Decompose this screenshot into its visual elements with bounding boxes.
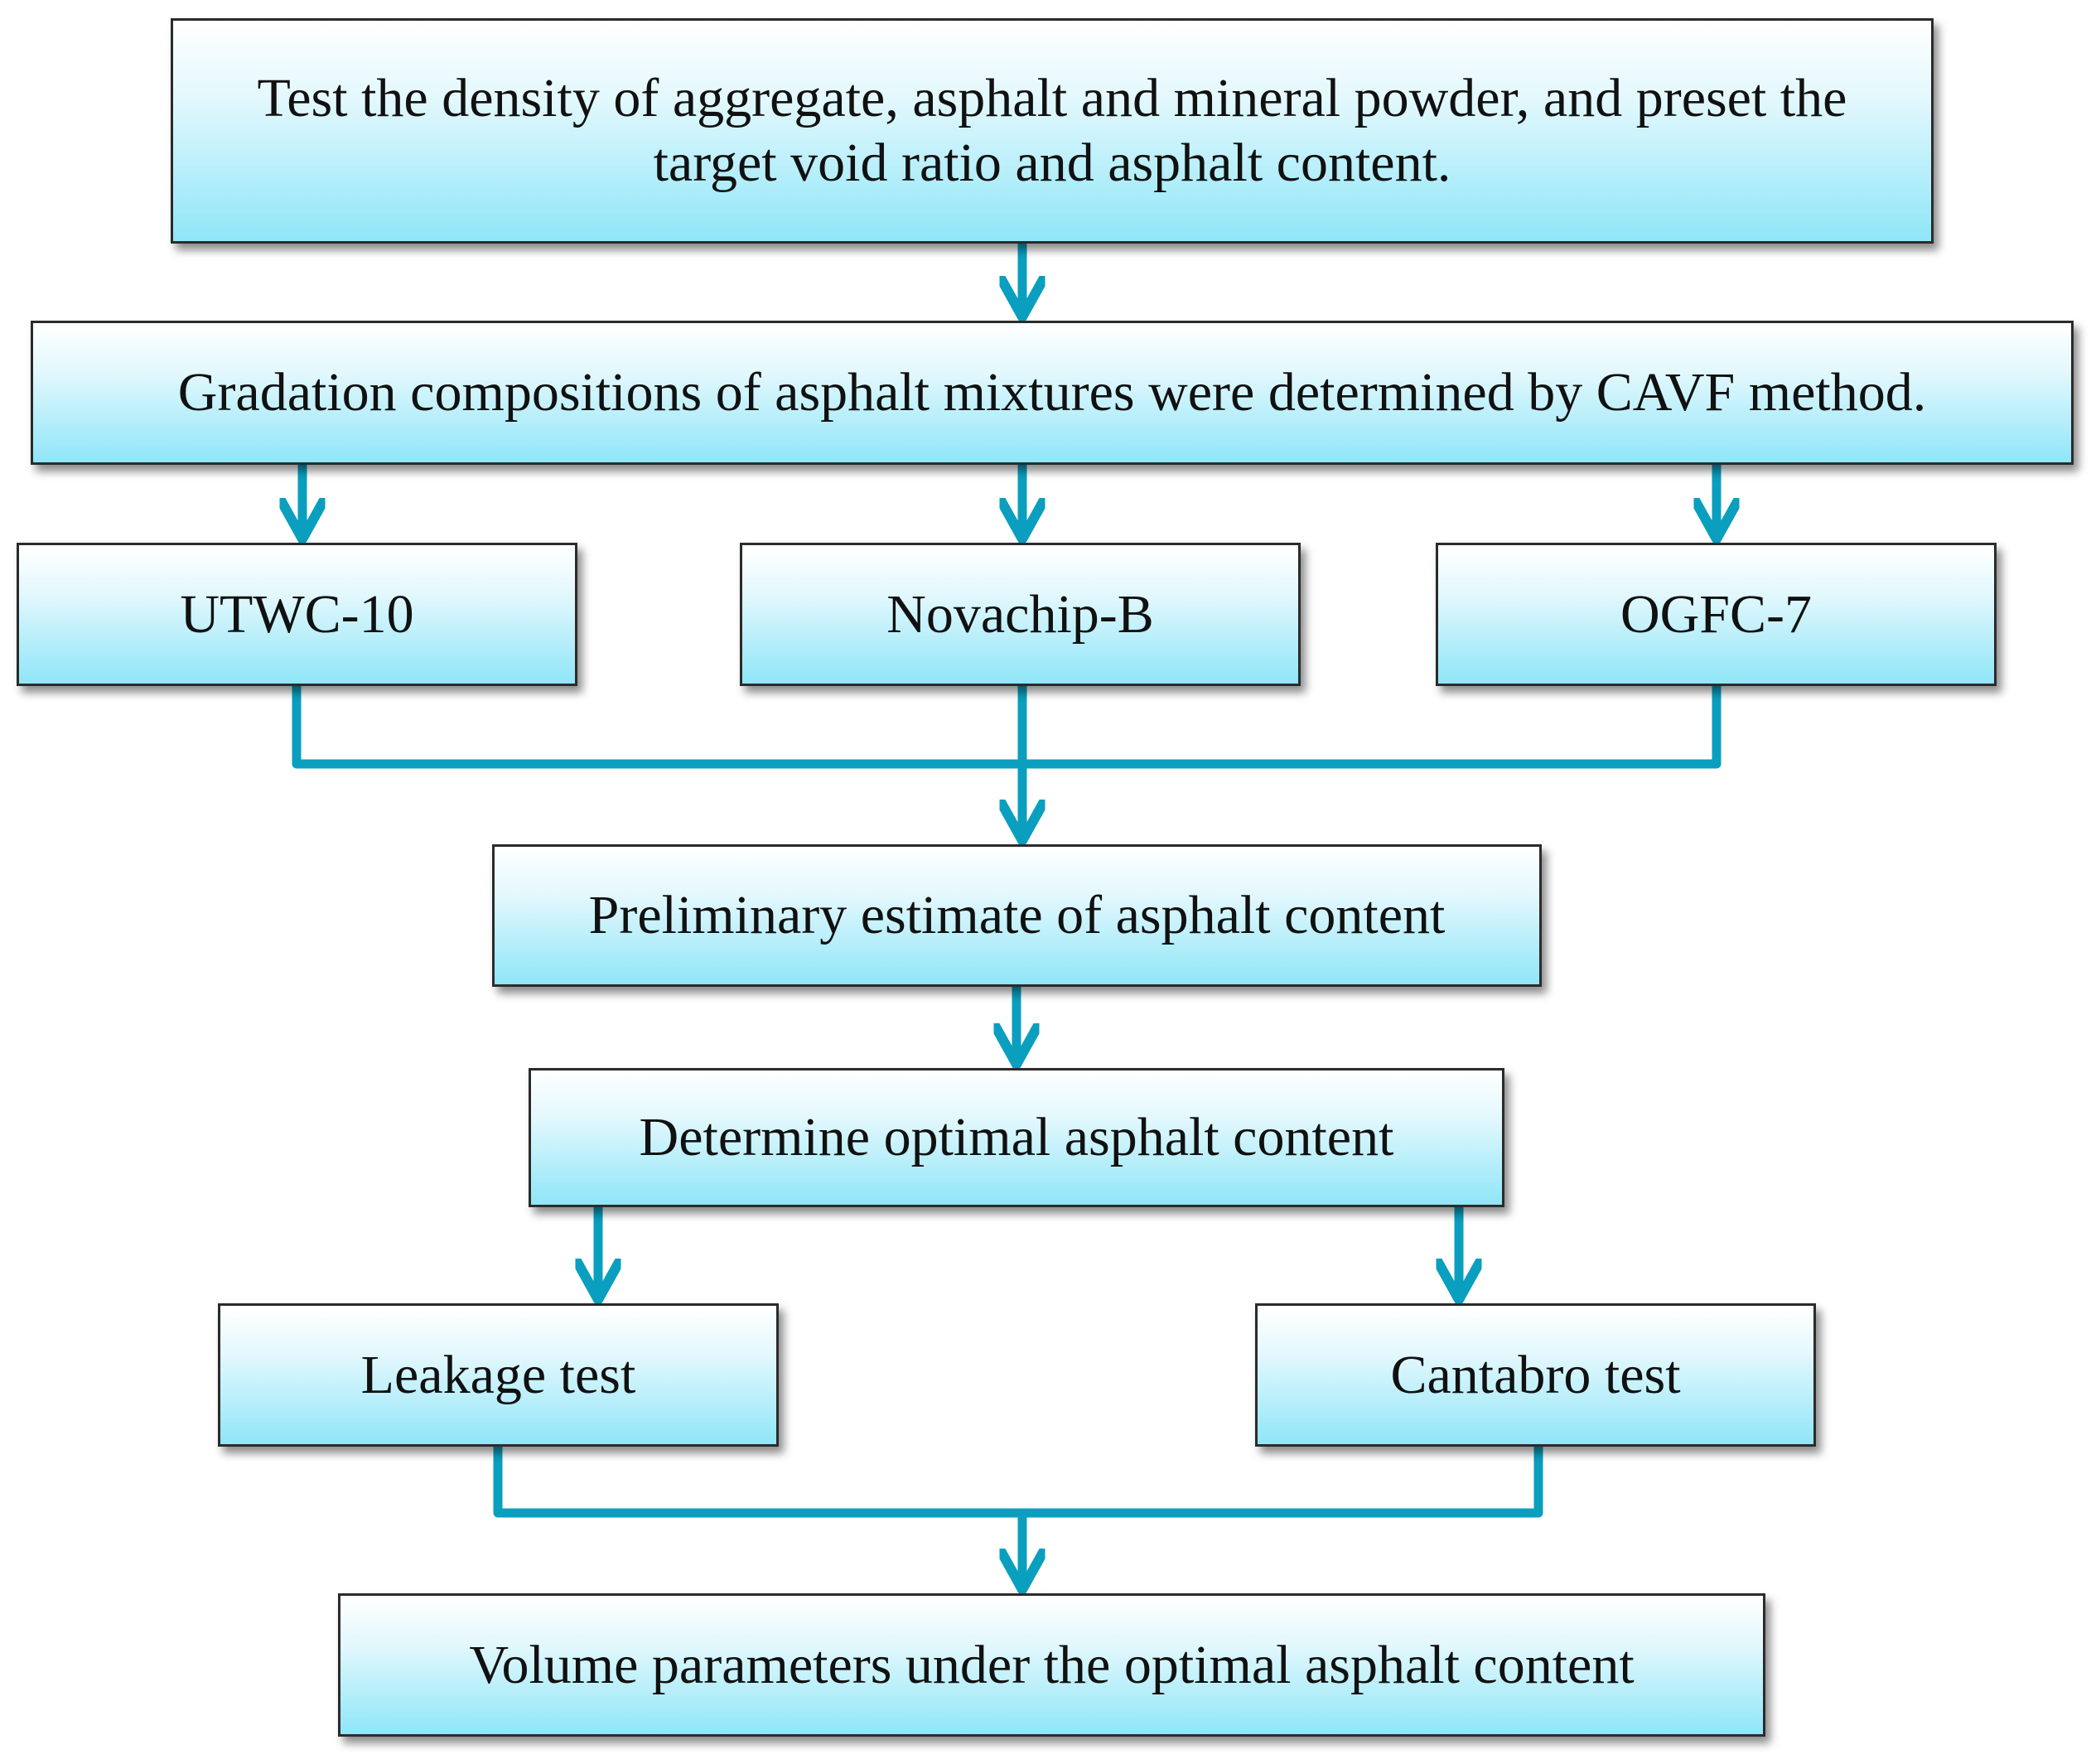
box-determine-optimal-text: Determine optimal asphalt content [639,1107,1394,1168]
box-determine-optimal: Determine optimal asphalt content [529,1068,1504,1207]
box-gradation-cavf-text: Gradation compositions of asphalt mixtur… [177,362,1927,423]
box-utwc-10-text: UTWC-10 [180,583,414,645]
box-preliminary-estimate-text: Preliminary estimate of asphalt content [588,885,1446,946]
box-cantabro-test: Cantabro test [1255,1303,1816,1447]
box-gradation-cavf: Gradation compositions of asphalt mixtur… [31,321,2074,465]
box-volume-parameters: Volume parameters under the optimal asph… [338,1593,1765,1737]
connector-tests-merge [493,1442,1543,1518]
box-preliminary-estimate: Preliminary estimate of asphalt content [492,844,1542,987]
box-leakage-test-text: Leakage test [360,1344,636,1405]
box-leakage-test: Leakage test [218,1303,779,1447]
connector-mixtures-merge [292,681,1722,769]
box-novachip-b: Novachip-B [740,543,1301,686]
box-novachip-b-text: Novachip-B [886,583,1154,645]
box-cantabro-test-text: Cantabro test [1390,1344,1681,1405]
box-test-density-text: Test the density of aggregate, asphalt a… [257,68,1847,193]
box-volume-parameters-text: Volume parameters under the optimal asph… [469,1634,1635,1695]
box-ogfc-7-text: OGFC-7 [1620,583,1813,645]
box-utwc-10: UTWC-10 [17,543,577,686]
box-ogfc-7: OGFC-7 [1436,543,1997,686]
box-test-density: Test the density of aggregate, asphalt a… [171,18,1934,244]
